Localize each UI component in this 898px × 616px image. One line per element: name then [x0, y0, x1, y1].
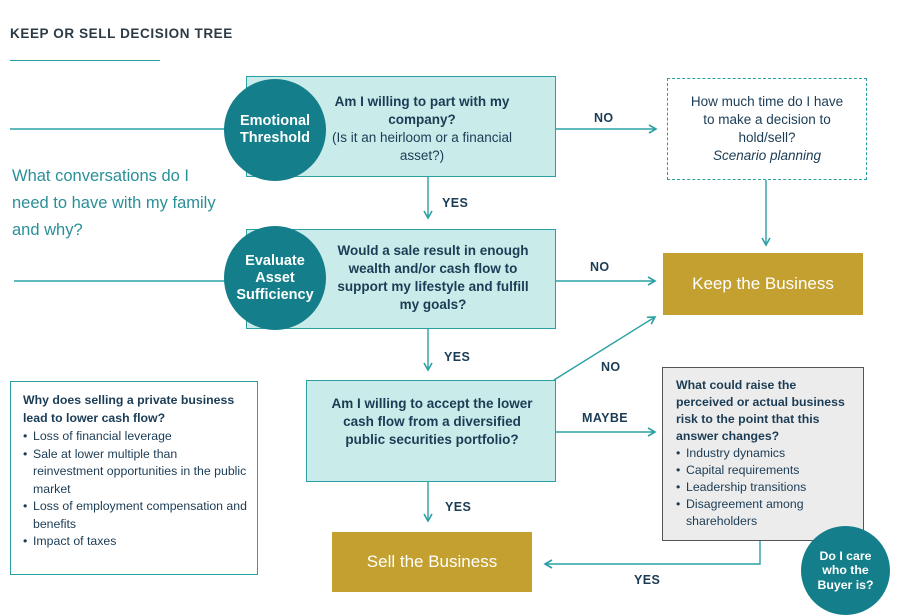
label-maybe: MAYBE [582, 411, 628, 425]
info-heading: Why does selling a private business lead… [23, 393, 235, 425]
question-3-text: Am I willing to accept the lower cash fl… [331, 396, 533, 447]
list-item: Loss of financial leverage [23, 428, 247, 446]
scenario-planning-box: How much time do I have to make a decisi… [667, 78, 867, 180]
risk-heading: What could raise the perceived or actual… [676, 378, 845, 443]
label-no-2: NO [590, 260, 610, 274]
label-yes-3: YES [445, 500, 472, 514]
question-2-text: Would a sale result in enough wealth and… [337, 243, 529, 312]
label-yes-4: YES [634, 573, 661, 587]
asset-sufficiency-circle: Evaluate Asset Sufficiency [224, 226, 326, 330]
sell-business-label: Sell the Business [366, 552, 498, 571]
asset-sufficiency-label: Evaluate Asset Sufficiency [236, 252, 314, 303]
question-1-text: Am I willing to part with my company? [334, 94, 510, 127]
page-title: KEEP OR SELL DECISION TREE [10, 26, 233, 41]
buyer-question-label: Do I care who the Buyer is? [817, 548, 874, 592]
label-no-1: NO [594, 111, 614, 125]
question-1-subtext: (Is it an heirloom or a financial asset?… [331, 130, 513, 163]
list-item: Loss of employment compensation and bene… [23, 498, 247, 533]
lower-cash-flow-info-box: Why does selling a private business lead… [10, 381, 258, 575]
business-risk-box: What could raise the perceived or actual… [662, 367, 864, 541]
emotional-threshold-label: Emotional Threshold [239, 113, 311, 146]
list-item: Industry dynamics [676, 445, 851, 462]
list-item: Sale at lower multiple than reinvestment… [23, 446, 247, 499]
keep-business-box: Keep the Business [663, 253, 863, 315]
risk-list: Industry dynamics Capital requirements L… [676, 445, 851, 530]
emotional-threshold-circle: Emotional Threshold [224, 79, 326, 181]
list-item: Leadership transitions [676, 479, 851, 496]
sell-business-box: Sell the Business [332, 532, 532, 592]
keep-business-label: Keep the Business [692, 274, 834, 293]
arrow-no-3 [553, 316, 657, 381]
list-item: Capital requirements [676, 462, 851, 479]
buyer-question-circle: Do I care who the Buyer is? [801, 526, 890, 615]
scenario-planning-label: Scenario planning [712, 148, 822, 163]
list-item: Disagreement among shareholders [676, 496, 851, 530]
label-no-3: NO [601, 360, 621, 374]
label-yes-1: YES [442, 196, 469, 210]
question-box-3: Am I willing to accept the lower cash fl… [306, 380, 556, 482]
title-underline [10, 60, 160, 61]
list-item: Impact of taxes [23, 533, 247, 551]
scenario-question: How much time do I have to make a decisi… [690, 94, 844, 145]
info-list: Loss of financial leverage Sale at lower… [23, 428, 247, 551]
label-yes-2: YES [444, 350, 471, 364]
arrow-yes-4 [543, 541, 761, 569]
family-conversations-question: What conversations do I need to have wit… [12, 167, 216, 239]
